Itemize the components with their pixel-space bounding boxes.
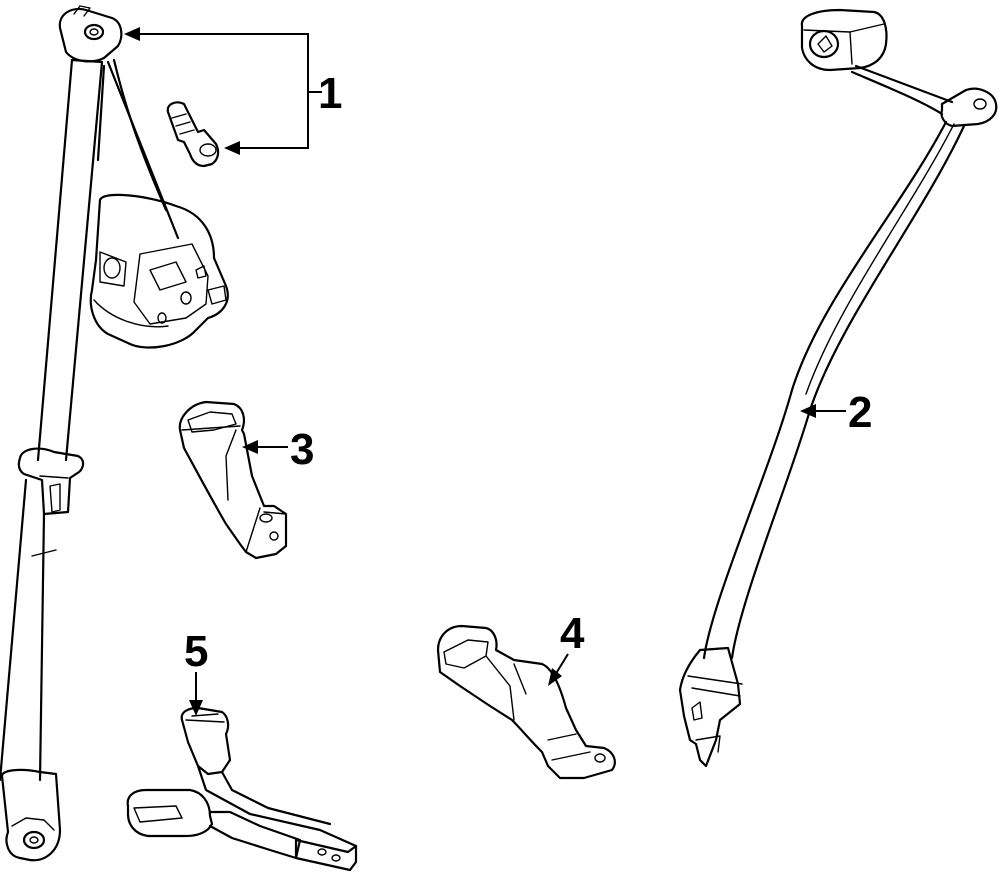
front-belt-assembly[interactable]	[0, 5, 229, 862]
callout-3: 3	[290, 425, 314, 474]
callout-leaders	[124, 27, 846, 716]
buckle[interactable]	[178, 400, 288, 560]
callout-1: 1	[318, 69, 342, 118]
callout-5: 5	[184, 627, 208, 676]
callout-2: 2	[848, 388, 872, 437]
buckle-with-stalk[interactable]	[436, 624, 616, 780]
double-buckle[interactable]	[126, 706, 358, 872]
rear-belt-assembly[interactable]	[678, 8, 998, 768]
callout-4: 4	[560, 609, 585, 658]
